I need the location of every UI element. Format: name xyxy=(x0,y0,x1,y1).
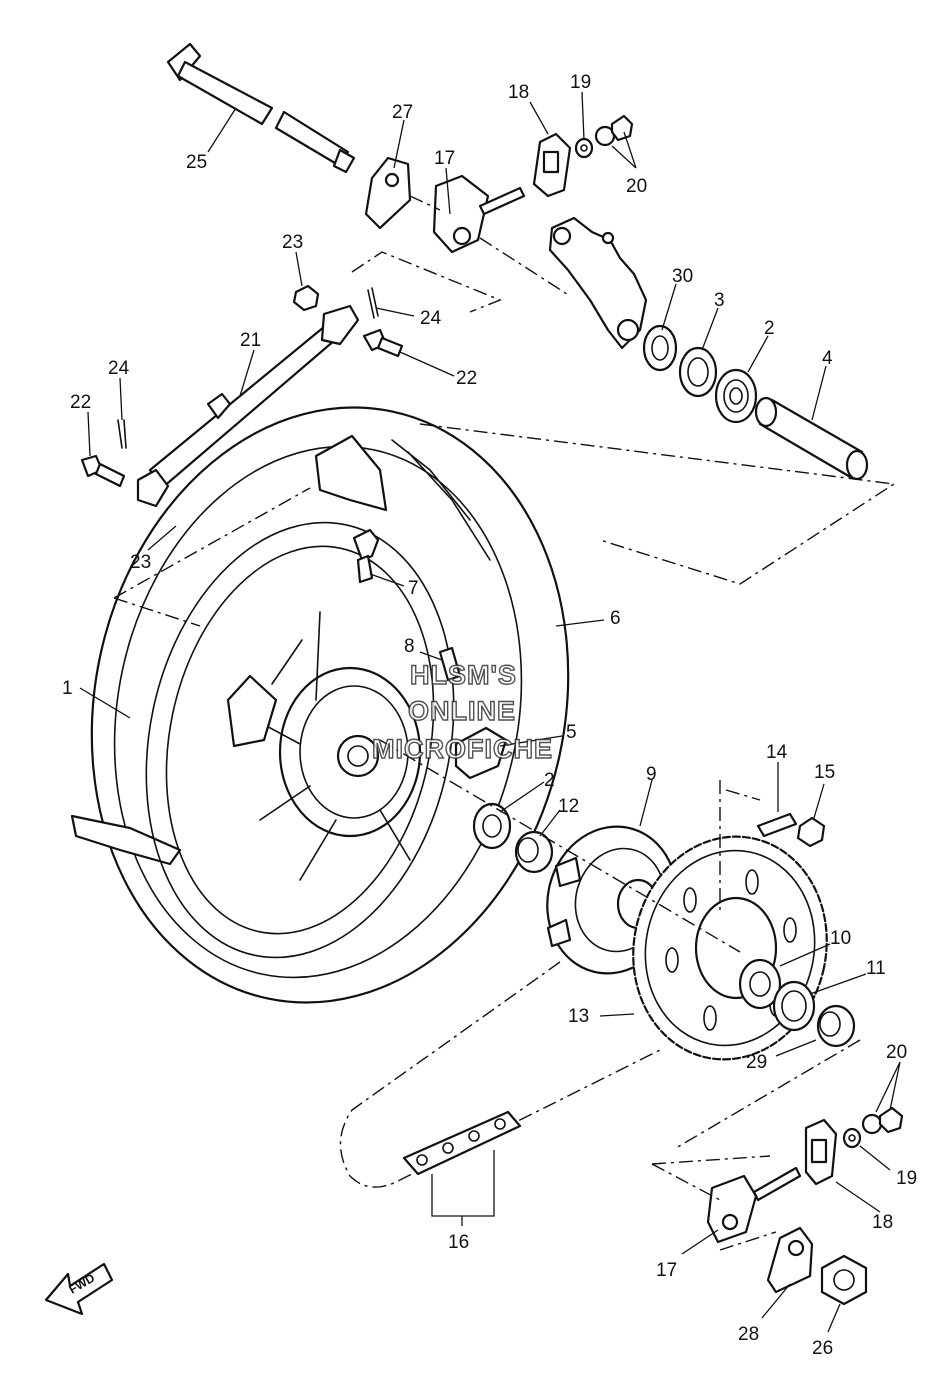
label-18-bottom: 18 xyxy=(872,1212,893,1233)
chain-adjuster-plate-18-top xyxy=(532,132,572,198)
label-28: 28 xyxy=(738,1324,759,1345)
label-4: 4 xyxy=(822,348,833,369)
watermark: HLSM'S ONLINE MICROFICHE xyxy=(371,659,553,764)
watermark-line3: MICROFICHE xyxy=(372,734,553,764)
collar-29 xyxy=(816,1004,856,1048)
nut-20-top xyxy=(594,114,634,147)
nut-15 xyxy=(796,816,826,848)
label-13: 13 xyxy=(568,1006,589,1027)
bolt-22-upper xyxy=(362,328,404,358)
bolt-14 xyxy=(756,812,798,838)
collar-5 xyxy=(454,726,508,780)
label-24-upper: 24 xyxy=(420,308,442,329)
label-12: 12 xyxy=(558,796,579,817)
valve-7 xyxy=(352,528,380,584)
label-6: 6 xyxy=(610,608,621,629)
torque-rod-21 xyxy=(136,304,360,508)
bearing-2-top xyxy=(714,368,758,424)
label-17-bottom: 17 xyxy=(656,1260,677,1281)
plate-28 xyxy=(766,1226,814,1294)
label-26: 26 xyxy=(812,1338,833,1359)
label-10: 10 xyxy=(830,928,851,949)
label-20-top: 20 xyxy=(626,176,647,197)
assembly-lines xyxy=(113,195,896,1251)
collar-30 xyxy=(642,324,678,372)
adjuster-block-17-bottom xyxy=(706,1166,802,1244)
fwd-arrow-icon: FWD xyxy=(44,1262,114,1316)
bolt-22-lower xyxy=(80,454,126,488)
stud-8 xyxy=(438,646,462,682)
label-19-bottom: 19 xyxy=(896,1168,917,1189)
spacer-4 xyxy=(754,396,869,481)
label-15: 15 xyxy=(814,762,835,783)
cast-wheel-1 xyxy=(145,521,455,959)
label-9: 9 xyxy=(646,764,657,785)
label-2-lower: 2 xyxy=(544,770,555,791)
label-8: 8 xyxy=(404,636,415,657)
label-22-upper: 22 xyxy=(456,368,477,389)
caliper-bracket xyxy=(548,216,648,350)
part-labels: 25 27 17 18 19 20 23 24 30 3 2 4 21 22 2… xyxy=(62,72,917,1359)
drive-chain-16 xyxy=(339,961,661,1188)
label-23-upper: 23 xyxy=(282,232,303,253)
watermark-line1: HLSM'S xyxy=(410,660,517,690)
nut-20-bottom xyxy=(861,1106,904,1135)
label-19-top: 19 xyxy=(570,72,591,93)
oil-seal-11 xyxy=(772,980,816,1032)
collar-12 xyxy=(514,830,554,874)
watermark-line2: ONLINE xyxy=(408,696,516,726)
label-23-lower: 23 xyxy=(130,552,151,573)
adjuster-block-17-top xyxy=(432,174,526,254)
label-21: 21 xyxy=(240,330,261,351)
label-29: 29 xyxy=(746,1052,767,1073)
label-17-top: 17 xyxy=(434,148,455,169)
label-16: 16 xyxy=(448,1232,469,1253)
label-25: 25 xyxy=(186,152,207,173)
label-24-lower: 24 xyxy=(108,358,130,379)
bearing-2-lower xyxy=(472,802,512,850)
axle-nut-26 xyxy=(820,1254,868,1306)
label-20-bottom: 20 xyxy=(886,1042,907,1063)
chain-puller-plate-27 xyxy=(364,156,412,230)
label-14: 14 xyxy=(766,742,788,763)
washer-19-top xyxy=(574,137,594,159)
oil-seal-3 xyxy=(678,346,718,398)
axle-25 xyxy=(166,42,356,174)
nut-23-upper xyxy=(292,284,320,312)
label-3: 3 xyxy=(714,290,725,311)
chain-adjuster-plate-18-bottom xyxy=(804,1118,838,1186)
label-27: 27 xyxy=(392,102,413,123)
label-30: 30 xyxy=(672,266,693,287)
label-5: 5 xyxy=(566,722,577,743)
bearing-10 xyxy=(738,958,782,1010)
label-1: 1 xyxy=(62,678,73,699)
cotter-pin-24-lower xyxy=(117,419,127,449)
leader-lines xyxy=(79,91,901,1333)
label-7: 7 xyxy=(408,578,419,599)
label-2-top: 2 xyxy=(764,318,775,339)
label-11: 11 xyxy=(866,958,886,979)
label-18-top: 18 xyxy=(508,82,529,103)
cotter-pin-24-upper xyxy=(367,287,379,319)
washer-19-bottom xyxy=(842,1127,862,1149)
label-22-lower: 22 xyxy=(70,392,91,413)
